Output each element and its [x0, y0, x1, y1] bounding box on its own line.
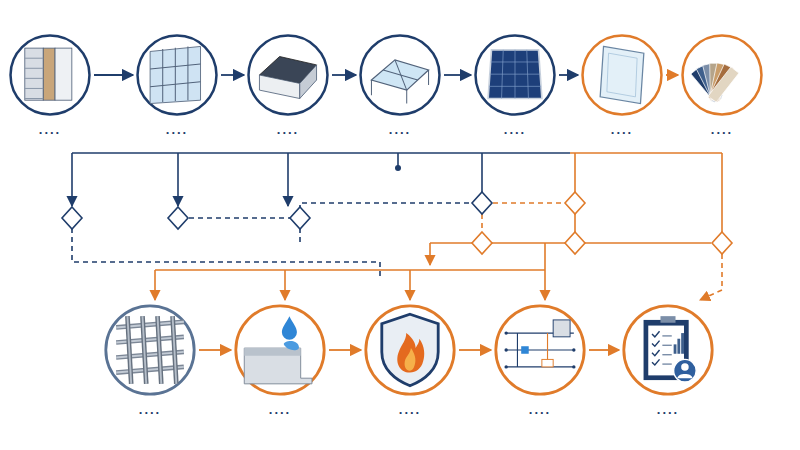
- node-icon: [246, 33, 330, 117]
- node-icon: [473, 33, 557, 117]
- icon-circle-node: ....: [246, 33, 330, 137]
- flow-arrow: [221, 74, 244, 76]
- node-caption: ....: [233, 403, 327, 417]
- node-icon: [493, 303, 587, 397]
- node-icon: [103, 303, 197, 397]
- node-icon: [8, 33, 92, 117]
- node-icon: [135, 33, 219, 117]
- node-icon: [358, 33, 442, 117]
- node-caption: ....: [8, 123, 92, 137]
- flow-arrow: [329, 349, 361, 351]
- icon-circle-node: ....: [473, 33, 557, 137]
- node-caption: ....: [358, 123, 442, 137]
- node-caption: ....: [580, 123, 664, 137]
- node-caption: ....: [493, 403, 587, 417]
- node-caption: ....: [135, 123, 219, 137]
- icon-circle-node: ....: [103, 303, 197, 417]
- icon-circle-node: ....: [135, 33, 219, 137]
- flow-arrow: [94, 74, 133, 76]
- node-caption: ....: [621, 403, 715, 417]
- node-caption: ....: [473, 123, 557, 137]
- icon-circle-node: ....: [233, 303, 327, 417]
- icon-circle-node: ....: [8, 33, 92, 137]
- flow-arrow: [589, 349, 619, 351]
- node-caption: ....: [363, 403, 457, 417]
- icon-circle-node: ....: [493, 303, 587, 417]
- icon-circle-node: ....: [680, 33, 764, 137]
- flow-arrow: [559, 74, 578, 76]
- icon-circle-node: ....: [358, 33, 442, 137]
- node-caption: ....: [680, 123, 764, 137]
- flow-arrow: [199, 349, 231, 351]
- node-caption: ....: [103, 403, 197, 417]
- flow-arrow: [459, 349, 491, 351]
- icon-circle-node: ....: [621, 303, 715, 417]
- icon-circle-node: ....: [363, 303, 457, 417]
- icon-circle-node: ....: [580, 33, 664, 137]
- node-icon: [680, 33, 764, 117]
- node-icon: [621, 303, 715, 397]
- flow-arrow: [332, 74, 356, 76]
- node-icon: [363, 303, 457, 397]
- node-icon: [580, 33, 664, 117]
- flow-arrow: [444, 74, 471, 76]
- node-icon: [233, 303, 327, 397]
- flow-arrow: [666, 74, 678, 76]
- node-caption: ....: [246, 123, 330, 137]
